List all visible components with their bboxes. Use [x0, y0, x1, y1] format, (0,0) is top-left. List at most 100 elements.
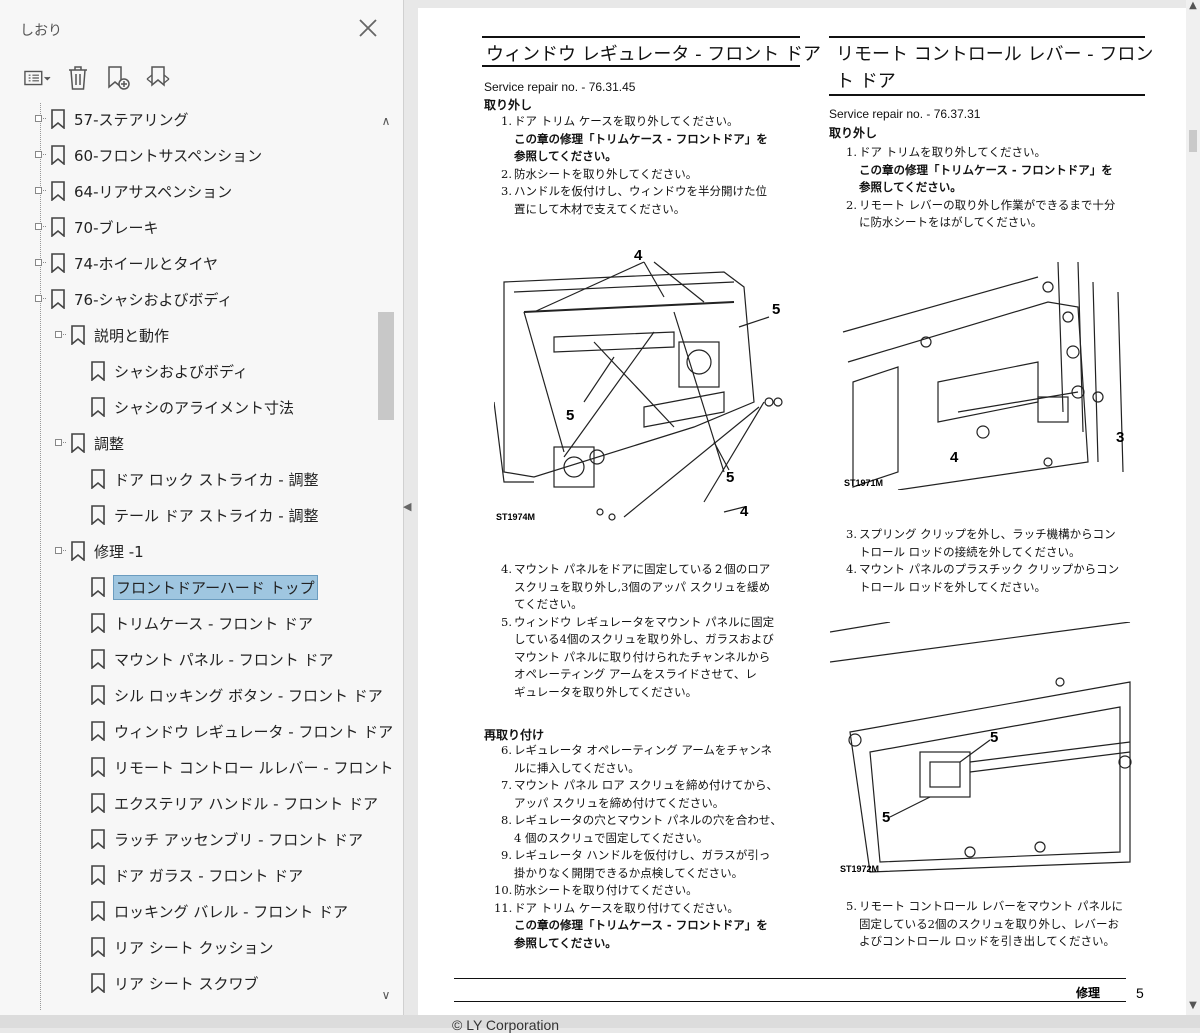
step-line: トロール ロッドの接続を外してください。 [859, 544, 1081, 559]
removal-steps: 1.ドア トリム ケースを取り外してください。この章の修理「トリムケース - フ… [494, 113, 804, 218]
step-number: 4. [501, 562, 512, 576]
removal-steps-continued: 4.マウント パネルをドアに固定している２個のロアスクリュを取り外し,3個のアッ… [494, 561, 804, 701]
bookmark-label: 説明と動作 [94, 326, 170, 345]
bookmark-icon [90, 793, 106, 814]
step-text: 防水シートを取り外してください。 [514, 166, 698, 181]
doc-scroll-up-icon[interactable]: ▲ [1189, 0, 1197, 11]
step-line: 9.レギュレータ ハンドルを仮付けし、ガラスが引っ [494, 847, 804, 865]
bookmark-item[interactable]: トリムケース - フロント ドア [90, 608, 313, 638]
title-rule-bottom-2 [829, 94, 1145, 96]
step-line: 11.ドア トリム ケースを取り付けてください。 [494, 900, 804, 918]
options-menu-icon[interactable] [24, 64, 52, 92]
scroll-up-icon[interactable]: ∧ [381, 114, 391, 128]
document-scrollbar[interactable] [1186, 0, 1200, 1015]
figure-code-2: ST1971M [844, 478, 883, 488]
expand-toggle-icon[interactable] [35, 294, 46, 304]
bookmark-icon [90, 937, 106, 958]
section-title-remote-lever-2: ト ドア [836, 71, 896, 92]
bookmark-icon [90, 973, 106, 994]
step-text: ドア トリム ケースを取り外してください。 [514, 114, 739, 128]
bookmark-item[interactable]: 修理 -1 [55, 536, 144, 566]
bookmark-icon [50, 181, 66, 202]
bookmark-item[interactable]: 76-シャシおよびボディ [35, 284, 232, 314]
bookmark-item[interactable]: リモート コントロー ルレバー - フロント ドア [90, 752, 396, 782]
bookmark-item[interactable]: エクステリア ハンドル - フロント ドア [90, 788, 378, 818]
delete-bookmark-icon[interactable] [64, 64, 92, 92]
expand-toggle-icon[interactable] [55, 330, 66, 340]
bookmark-item[interactable]: ウィンドウ レギュレータ - フロント ドア [90, 716, 393, 746]
bookmark-icon [90, 397, 106, 418]
bookmark-label: トリムケース - フロント ドア [114, 614, 313, 633]
callout-5-left-2: 5 [882, 809, 890, 826]
callout-5-top: 5 [990, 729, 998, 746]
step-line: 参照してください。 [859, 180, 962, 194]
expand-toggle-icon[interactable] [55, 438, 66, 448]
callout-4: 4 [950, 449, 959, 466]
bookmark-icon [50, 109, 66, 130]
collapse-panel-icon[interactable]: ◀ [403, 500, 412, 513]
new-bookmark-icon[interactable] [104, 64, 132, 92]
bookmark-item[interactable]: 60-フロントサスペンション [35, 140, 263, 170]
bookmark-item[interactable]: ドア ガラス - フロント ドア [90, 860, 303, 890]
panel-title: しおり [20, 23, 62, 39]
expand-toggle-icon[interactable] [35, 222, 46, 232]
bookmark-item[interactable]: シル ロッキング ボタン - フロント ドア [90, 680, 383, 710]
section-title-remote-lever-1: リモート コントロール レバー - フロン [836, 44, 1154, 65]
expand-toggle-icon[interactable] [35, 150, 46, 160]
step-line: 2.リモート レバーの取り外し作業ができるまで十分 [839, 197, 1149, 215]
step-line: に防水シートをはがしてください。 [859, 215, 1043, 229]
step-number: 2. [501, 166, 512, 181]
bookmark-item[interactable]: シャシおよびボディ [90, 356, 248, 386]
bookmark-item[interactable]: マウント パネル - フロント ドア [90, 644, 334, 674]
bookmark-item[interactable]: フロントドアーハード トップ [90, 572, 318, 602]
refit-heading: 再取り付け [484, 728, 545, 742]
bookmark-item[interactable]: 57-ステアリング [35, 104, 189, 134]
bookmark-item[interactable]: テール ドア ストライカ - 調整 [90, 500, 319, 530]
step-number: 7. [501, 778, 512, 792]
scroll-down-icon[interactable]: ∨ [381, 988, 391, 1002]
callout-4-bottom: 4 [740, 503, 749, 520]
bookmark-label: リモート コントロー ルレバー - フロント ドア [114, 758, 396, 777]
bookmark-item[interactable]: ロッキング バレル - フロント ドア [90, 896, 348, 926]
bookmark-item[interactable]: リア シート クッション [90, 932, 274, 962]
bookmark-label: ドア ガラス - フロント ドア [114, 866, 304, 885]
expand-toggle-icon[interactable] [35, 258, 46, 268]
step-line: 固定している2個のスクリュを取り外し、レバーお [859, 916, 1119, 931]
expand-toggle-icon[interactable] [55, 546, 66, 556]
step-line: 8.レギュレータの穴とマウント パネルの穴を合わせ、 [494, 812, 804, 830]
step-line: トロール ロッドを外してください。 [859, 579, 1046, 594]
step-number: 5. [501, 614, 512, 629]
bookmark-label: リア シート クッション [114, 938, 274, 957]
step-line: 4.マウント パネルのプラスチック クリップからコン [839, 561, 1149, 579]
step-text: リモート コントロール レバーをマウント パネルに [859, 899, 1123, 913]
bookmark-label: ロッキング バレル - フロント ドア [114, 902, 349, 921]
find-bookmark-icon[interactable] [144, 64, 172, 92]
bookmark-item[interactable]: 64-リアサスペンション [35, 176, 232, 206]
bookmark-item[interactable]: ラッチ アッセンブリ - フロント ドア [90, 824, 363, 854]
bookmark-icon [70, 325, 86, 346]
bookmark-item[interactable]: 70-ブレーキ [35, 212, 159, 242]
close-icon[interactable] [356, 16, 380, 40]
doc-scroll-down-icon[interactable]: ▼ [1189, 1000, 1197, 1011]
step-line: マウント パネルに取り付けられたチャンネルから [514, 649, 771, 664]
scrollbar-thumb[interactable] [378, 312, 394, 420]
bookmark-item[interactable]: 74-ホイールとタイヤ [35, 248, 218, 278]
expand-toggle-icon[interactable] [35, 186, 46, 196]
title-rule-top [482, 36, 800, 38]
bookmark-icon [90, 577, 106, 598]
expand-toggle-icon[interactable] [35, 114, 46, 124]
bookmark-item[interactable]: 説明と動作 [55, 320, 170, 350]
doc-scrollbar-thumb[interactable] [1189, 130, 1197, 152]
step-line: 2.防水シートを取り外してください。 [494, 166, 804, 184]
step-line: ギュレータを取り外してください。 [514, 684, 698, 699]
section-title-window-regulator: ウィンドウ レギュレータ - フロント ドア [486, 44, 822, 65]
step-line: この章の修理「トリムケース - フロントドア」を [514, 918, 768, 932]
bookmark-item[interactable]: リア シート スクワブ [90, 968, 259, 998]
bookmark-item[interactable]: シャシのアライメント寸法 [90, 392, 294, 422]
step-line: ルに挿入してください。 [514, 760, 640, 775]
bookmark-item[interactable]: 調整 [55, 428, 124, 458]
bookmark-icon [50, 217, 66, 238]
bookmark-label: 60-フロントサスペンション [74, 146, 263, 165]
bookmark-icon [50, 145, 66, 166]
bookmark-item[interactable]: ドア ロック ストライカ - 調整 [90, 464, 319, 494]
